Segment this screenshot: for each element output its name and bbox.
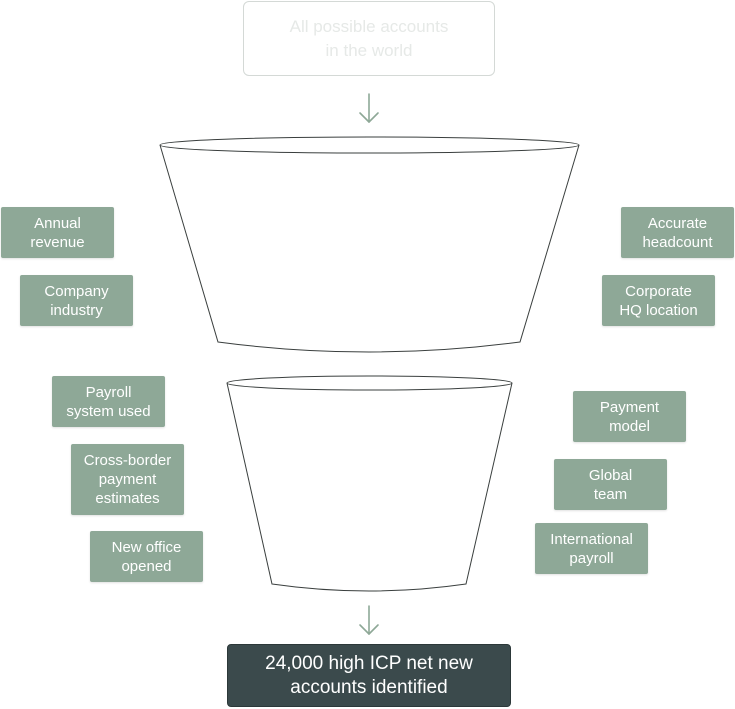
tag-payment-model: Payment model (573, 391, 686, 442)
funnel-stage-bottom (226, 375, 513, 592)
tag-international-payroll: International payroll (535, 523, 648, 574)
arrow-down-icon (359, 93, 379, 123)
tag-accurate-headcount: Accurate headcount (621, 207, 734, 258)
tag-payroll-system-used: Payroll system used (52, 376, 165, 427)
tag-corporate-hq-location: Corporate HQ location (602, 275, 715, 326)
tag-new-office-opened: New office opened (90, 531, 203, 582)
funnel-stage-top (159, 136, 580, 353)
source-accounts-box: All possible accounts in the world (243, 1, 495, 76)
tag-company-industry: Company industry (20, 275, 133, 326)
tag-cross-border-payment-estimates: Cross-border payment estimates (71, 444, 184, 515)
tag-annual-revenue: Annual revenue (1, 207, 114, 258)
tag-global-team: Global team (554, 459, 667, 510)
arrow-down-icon (359, 605, 379, 635)
result-accounts-box: 24,000 high ICP net new accounts identif… (227, 644, 511, 707)
